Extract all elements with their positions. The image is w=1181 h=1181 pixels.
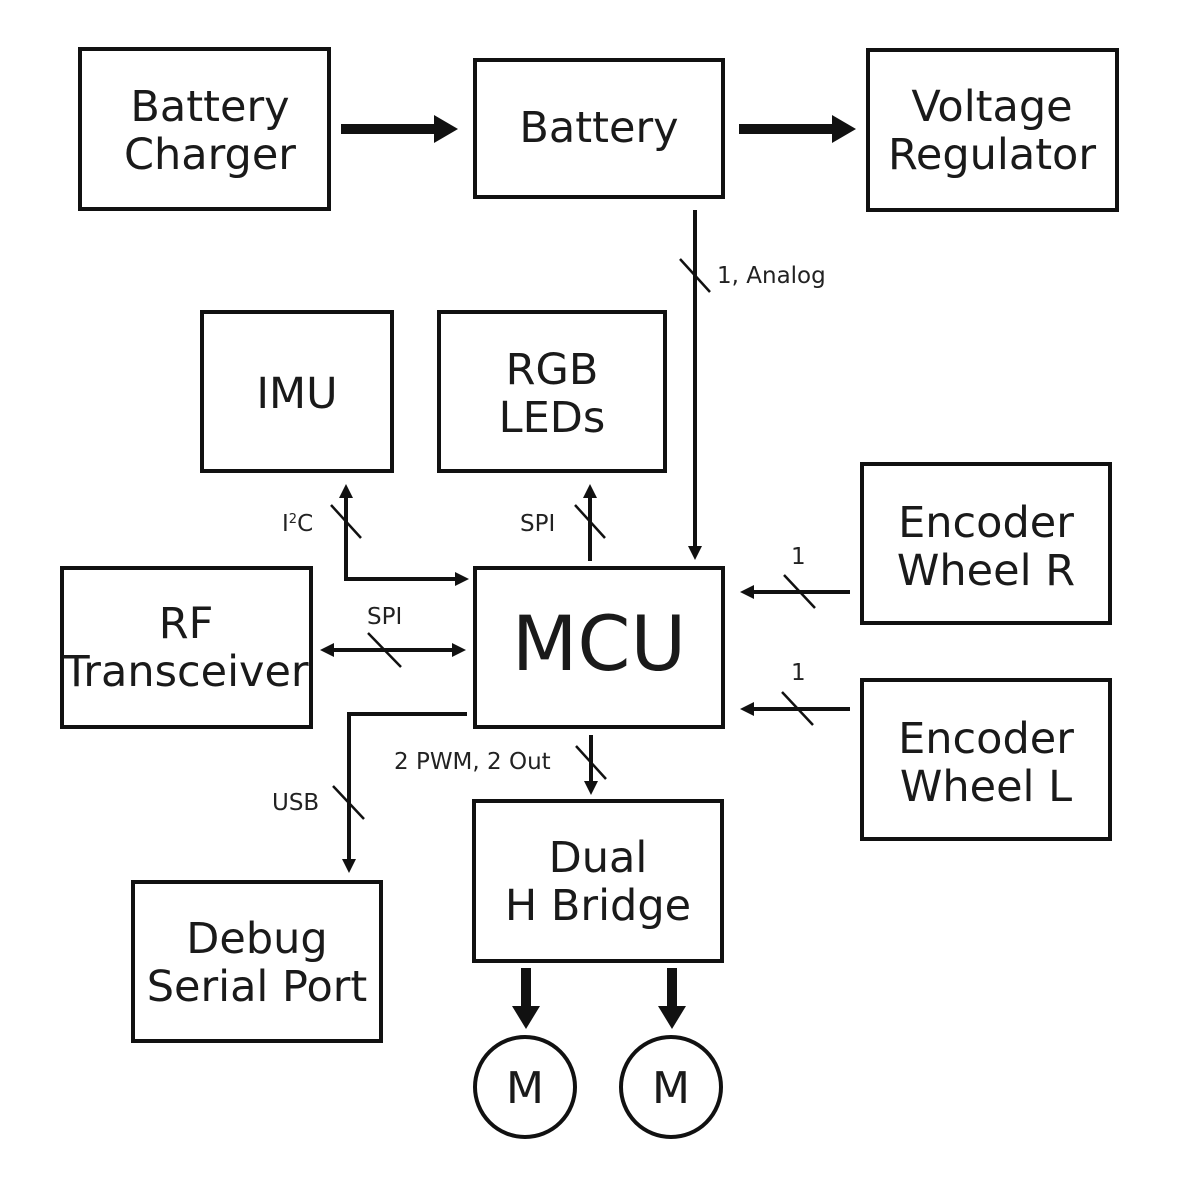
battery-charger-label-2: Charger bbox=[124, 130, 296, 180]
motor-right-label: M bbox=[652, 1063, 690, 1114]
rgb-leds-label-2: LEDs bbox=[499, 393, 606, 443]
battery-block: Battery bbox=[473, 58, 725, 199]
imu-block: IMU bbox=[200, 310, 394, 473]
mcu-to-h-bridge-connection: 2 PWM, 2 Out bbox=[394, 735, 607, 795]
voltage-regulator-label-1: Voltage bbox=[911, 82, 1072, 132]
encoder-l-label: 1 bbox=[791, 660, 806, 686]
debug-usb-label: USB bbox=[272, 790, 319, 816]
encoder-wheel-l-label-2: Wheel L bbox=[900, 762, 1072, 812]
voltage-regulator-label-2: Regulator bbox=[888, 130, 1096, 180]
encoder-wheel-r-block: Encoder Wheel R bbox=[860, 462, 1112, 625]
voltage-regulator-block: Voltage Regulator bbox=[866, 48, 1119, 212]
encoder-wheel-r-label-2: Wheel R bbox=[897, 546, 1075, 596]
battery-charger-label-1: Battery bbox=[130, 82, 289, 132]
imu-i2c-connection: I2C bbox=[282, 484, 469, 586]
debug-serial-port-label-1: Debug bbox=[186, 914, 327, 964]
encoder-wheel-r-label-1: Encoder bbox=[898, 498, 1074, 548]
motor-left: M bbox=[473, 1035, 577, 1139]
debug-serial-port-block: Debug Serial Port bbox=[131, 880, 383, 1043]
imu-i2c-label-sup: 2 bbox=[289, 512, 297, 527]
encoder-l-connection: 1 bbox=[740, 660, 850, 726]
rgb-spi-label: SPI bbox=[520, 511, 555, 537]
motor-left-label: M bbox=[506, 1063, 544, 1114]
rf-spi-label: SPI bbox=[367, 604, 402, 630]
rgb-leds-block: RGB LEDs bbox=[437, 310, 667, 473]
dual-h-bridge-label-2: H Bridge bbox=[505, 881, 691, 931]
motor-right: M bbox=[619, 1035, 723, 1139]
imu-i2c-label: I2C bbox=[282, 511, 313, 537]
rgb-leds-label-1: RGB bbox=[506, 345, 599, 395]
rf-spi-connection: SPI bbox=[320, 604, 466, 668]
rf-transceiver-label-1: RF bbox=[159, 599, 214, 649]
mcu-block: MCU bbox=[473, 566, 725, 729]
dual-h-bridge-block: Dual H Bridge bbox=[472, 799, 724, 963]
battery-analog-label: 1, Analog bbox=[717, 263, 826, 289]
imu-label: IMU bbox=[256, 369, 337, 419]
battery-label: Battery bbox=[519, 103, 678, 153]
h-bridge-bus-label: 2 PWM, 2 Out bbox=[394, 749, 551, 775]
encoder-wheel-l-block: Encoder Wheel L bbox=[860, 678, 1112, 841]
dual-h-bridge-label-1: Dual bbox=[549, 833, 648, 883]
encoder-r-connection: 1 bbox=[740, 544, 850, 609]
rgb-spi-connection: SPI bbox=[520, 484, 606, 561]
debug-usb-connection: USB bbox=[272, 712, 467, 873]
debug-serial-port-label-2: Serial Port bbox=[147, 962, 368, 1012]
mcu-label: MCU bbox=[512, 599, 686, 688]
rf-transceiver-block: RF Transceiver bbox=[60, 566, 313, 729]
battery-charger-block: Battery Charger bbox=[78, 47, 331, 211]
rf-transceiver-label-2: Transceiver bbox=[62, 647, 309, 697]
h-bridge-to-motor-left-arrow bbox=[512, 968, 540, 1029]
battery-analog-connection: 1, Analog bbox=[679, 210, 826, 560]
charger-to-battery-arrow bbox=[341, 115, 458, 143]
imu-i2c-label-main: I bbox=[282, 511, 289, 537]
imu-i2c-label-end: C bbox=[297, 511, 313, 537]
battery-to-regulator-arrow bbox=[739, 115, 856, 143]
encoder-wheel-l-label-1: Encoder bbox=[898, 714, 1074, 764]
h-bridge-to-motor-right-arrow bbox=[658, 968, 686, 1029]
encoder-r-label: 1 bbox=[791, 544, 806, 570]
